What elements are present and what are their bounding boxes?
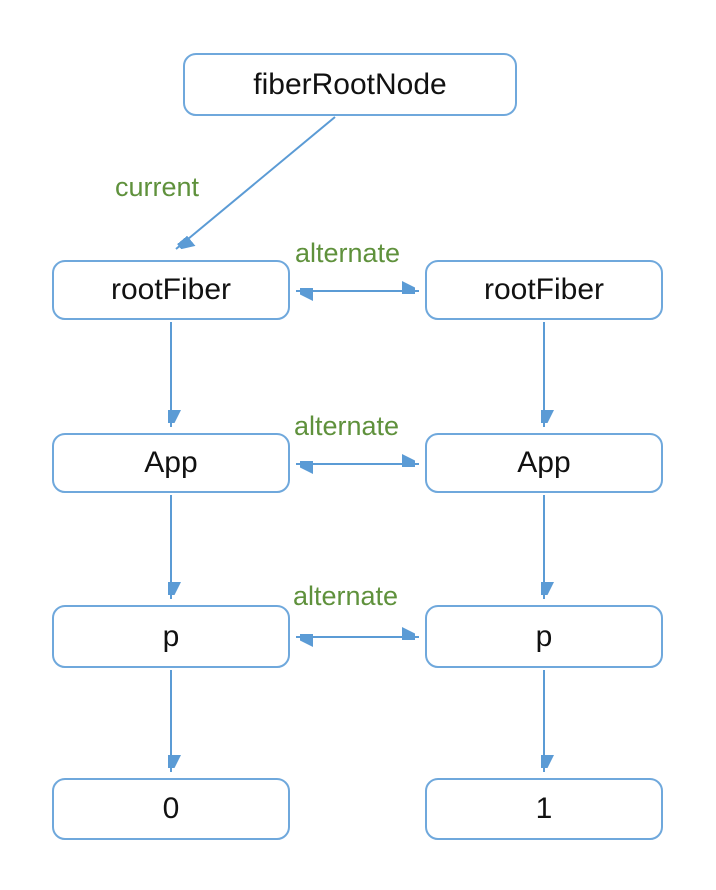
edge-label-alternate-p: alternate — [293, 581, 399, 611]
node-rootfiber-current: rootFiber — [52, 260, 290, 320]
edge-label-current: current — [115, 172, 200, 202]
edge-label-alternate-rootfiber: alternate — [295, 238, 401, 268]
edge-current — [175, 116, 336, 249]
node-app-alternate: App — [425, 433, 663, 493]
node-p-current: p — [52, 605, 290, 668]
node-leaf-0: 0 — [52, 778, 290, 840]
node-fiber-root-node: fiberRootNode — [183, 53, 517, 116]
node-rootfiber-alternate: rootFiber — [425, 260, 663, 320]
node-app-current: App — [52, 433, 290, 493]
edge-label-alternate-app: alternate — [294, 411, 400, 441]
node-leaf-1: 1 — [425, 778, 663, 840]
node-p-alternate: p — [425, 605, 663, 668]
